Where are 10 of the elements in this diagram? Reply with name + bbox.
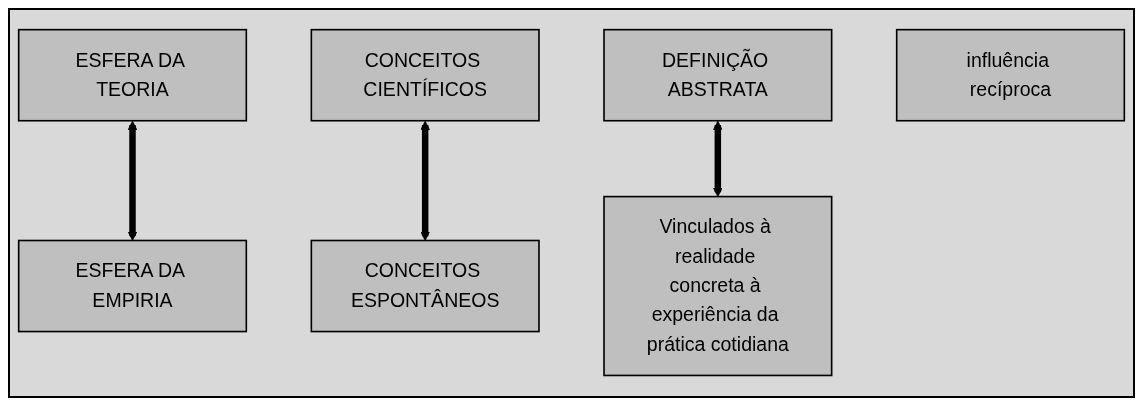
node-box: DEFINIÇÃO ABSTRATA xyxy=(603,29,833,122)
node-box: ESFERA DA TEORIA xyxy=(17,29,248,122)
node-box: CONCEITOS ESPONTÂNEOS xyxy=(310,240,540,333)
arrow xyxy=(420,121,430,242)
node-box: Vinculados à realidade concreta à experiência da prática cotidiana xyxy=(603,196,833,377)
arrow xyxy=(713,121,723,198)
node-box: CONCEITOS CIENTÍFICOS xyxy=(310,29,540,122)
node-box: influência recíproca xyxy=(895,29,1126,122)
arrow xyxy=(127,121,138,242)
node-box: ESFERA DA EMPIRIA xyxy=(17,240,248,333)
